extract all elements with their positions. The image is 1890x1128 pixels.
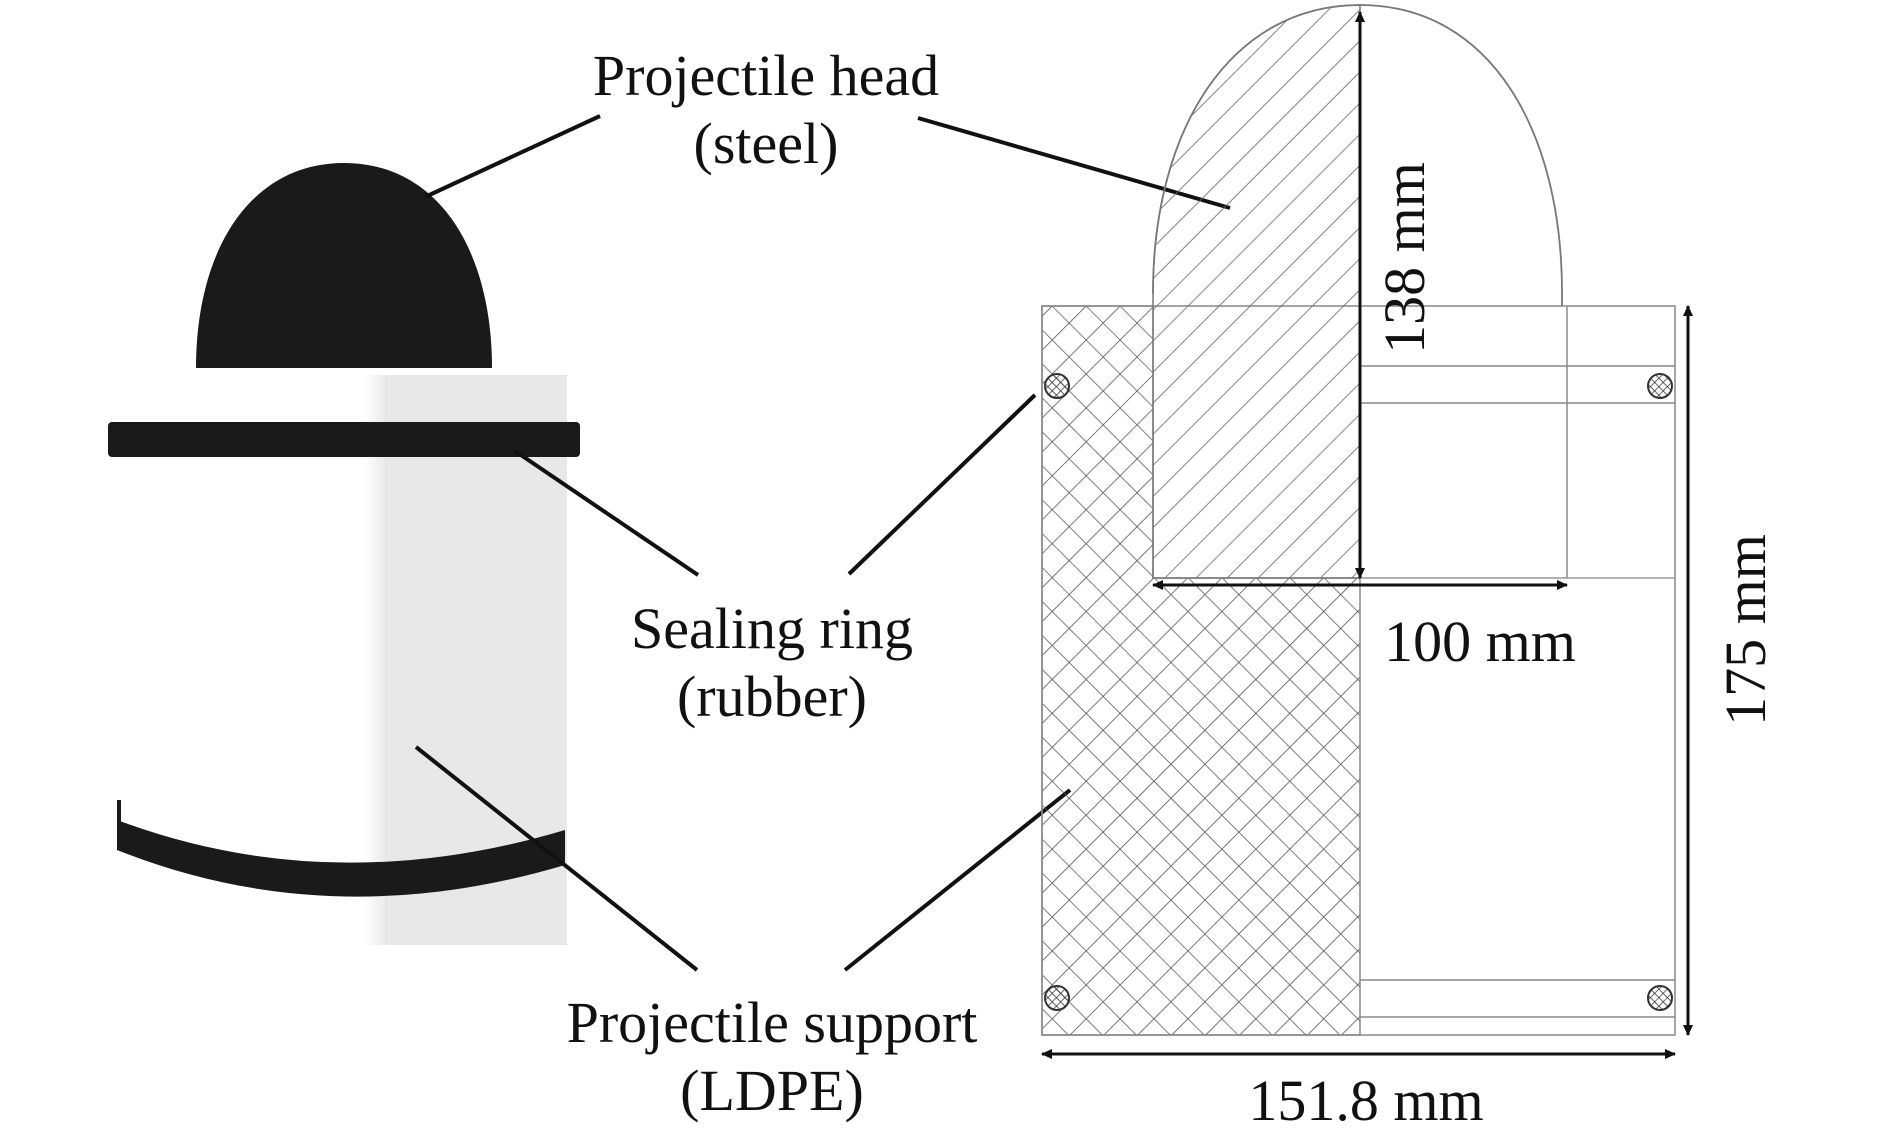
cross-section xyxy=(1041,4,1676,1036)
projectile-3d-model xyxy=(108,163,580,945)
projectile-head-section xyxy=(1152,4,1361,579)
leader-head-left xyxy=(424,114,601,199)
seal-ring-bottom-left xyxy=(1044,985,1070,1011)
sealing-ring-bottom xyxy=(117,820,565,897)
dim-label-head-width: 100 mm xyxy=(1384,609,1576,674)
dim-label-total-height: 175 mm xyxy=(1713,534,1778,726)
projectile-head-outline xyxy=(1152,4,1563,306)
label-sealing-ring: Sealing ring xyxy=(631,596,913,661)
label-steel: (steel) xyxy=(694,111,839,176)
label-ldpe: (LDPE) xyxy=(680,1058,864,1123)
leader-ring-right xyxy=(847,393,1037,576)
leader-support-left xyxy=(414,745,699,972)
seal-ring-top-right xyxy=(1647,373,1673,399)
leader-support-right xyxy=(843,788,1072,972)
label-rubber: (rubber) xyxy=(677,664,867,729)
seal-ring-bottom-right xyxy=(1647,985,1673,1011)
sealing-ring-top xyxy=(108,422,580,457)
projectile-head-dome xyxy=(196,163,492,368)
leader-ring-left xyxy=(513,449,700,577)
dim-label-head-height: 138 mm xyxy=(1372,162,1437,354)
dimension-arrows xyxy=(1041,10,1693,1059)
label-projectile-head: Projectile head xyxy=(593,43,939,108)
dim-label-total-width: 151.8 mm xyxy=(1248,1068,1483,1128)
labels: Projectile head (steel) Sealing ring (ru… xyxy=(567,43,1778,1128)
label-projectile-support: Projectile support xyxy=(567,990,978,1055)
seal-ring-top-left xyxy=(1044,373,1070,399)
seal-grooves xyxy=(1360,365,1675,1018)
sealing-rings xyxy=(1044,373,1673,1011)
support-inner-edge xyxy=(1566,305,1676,579)
